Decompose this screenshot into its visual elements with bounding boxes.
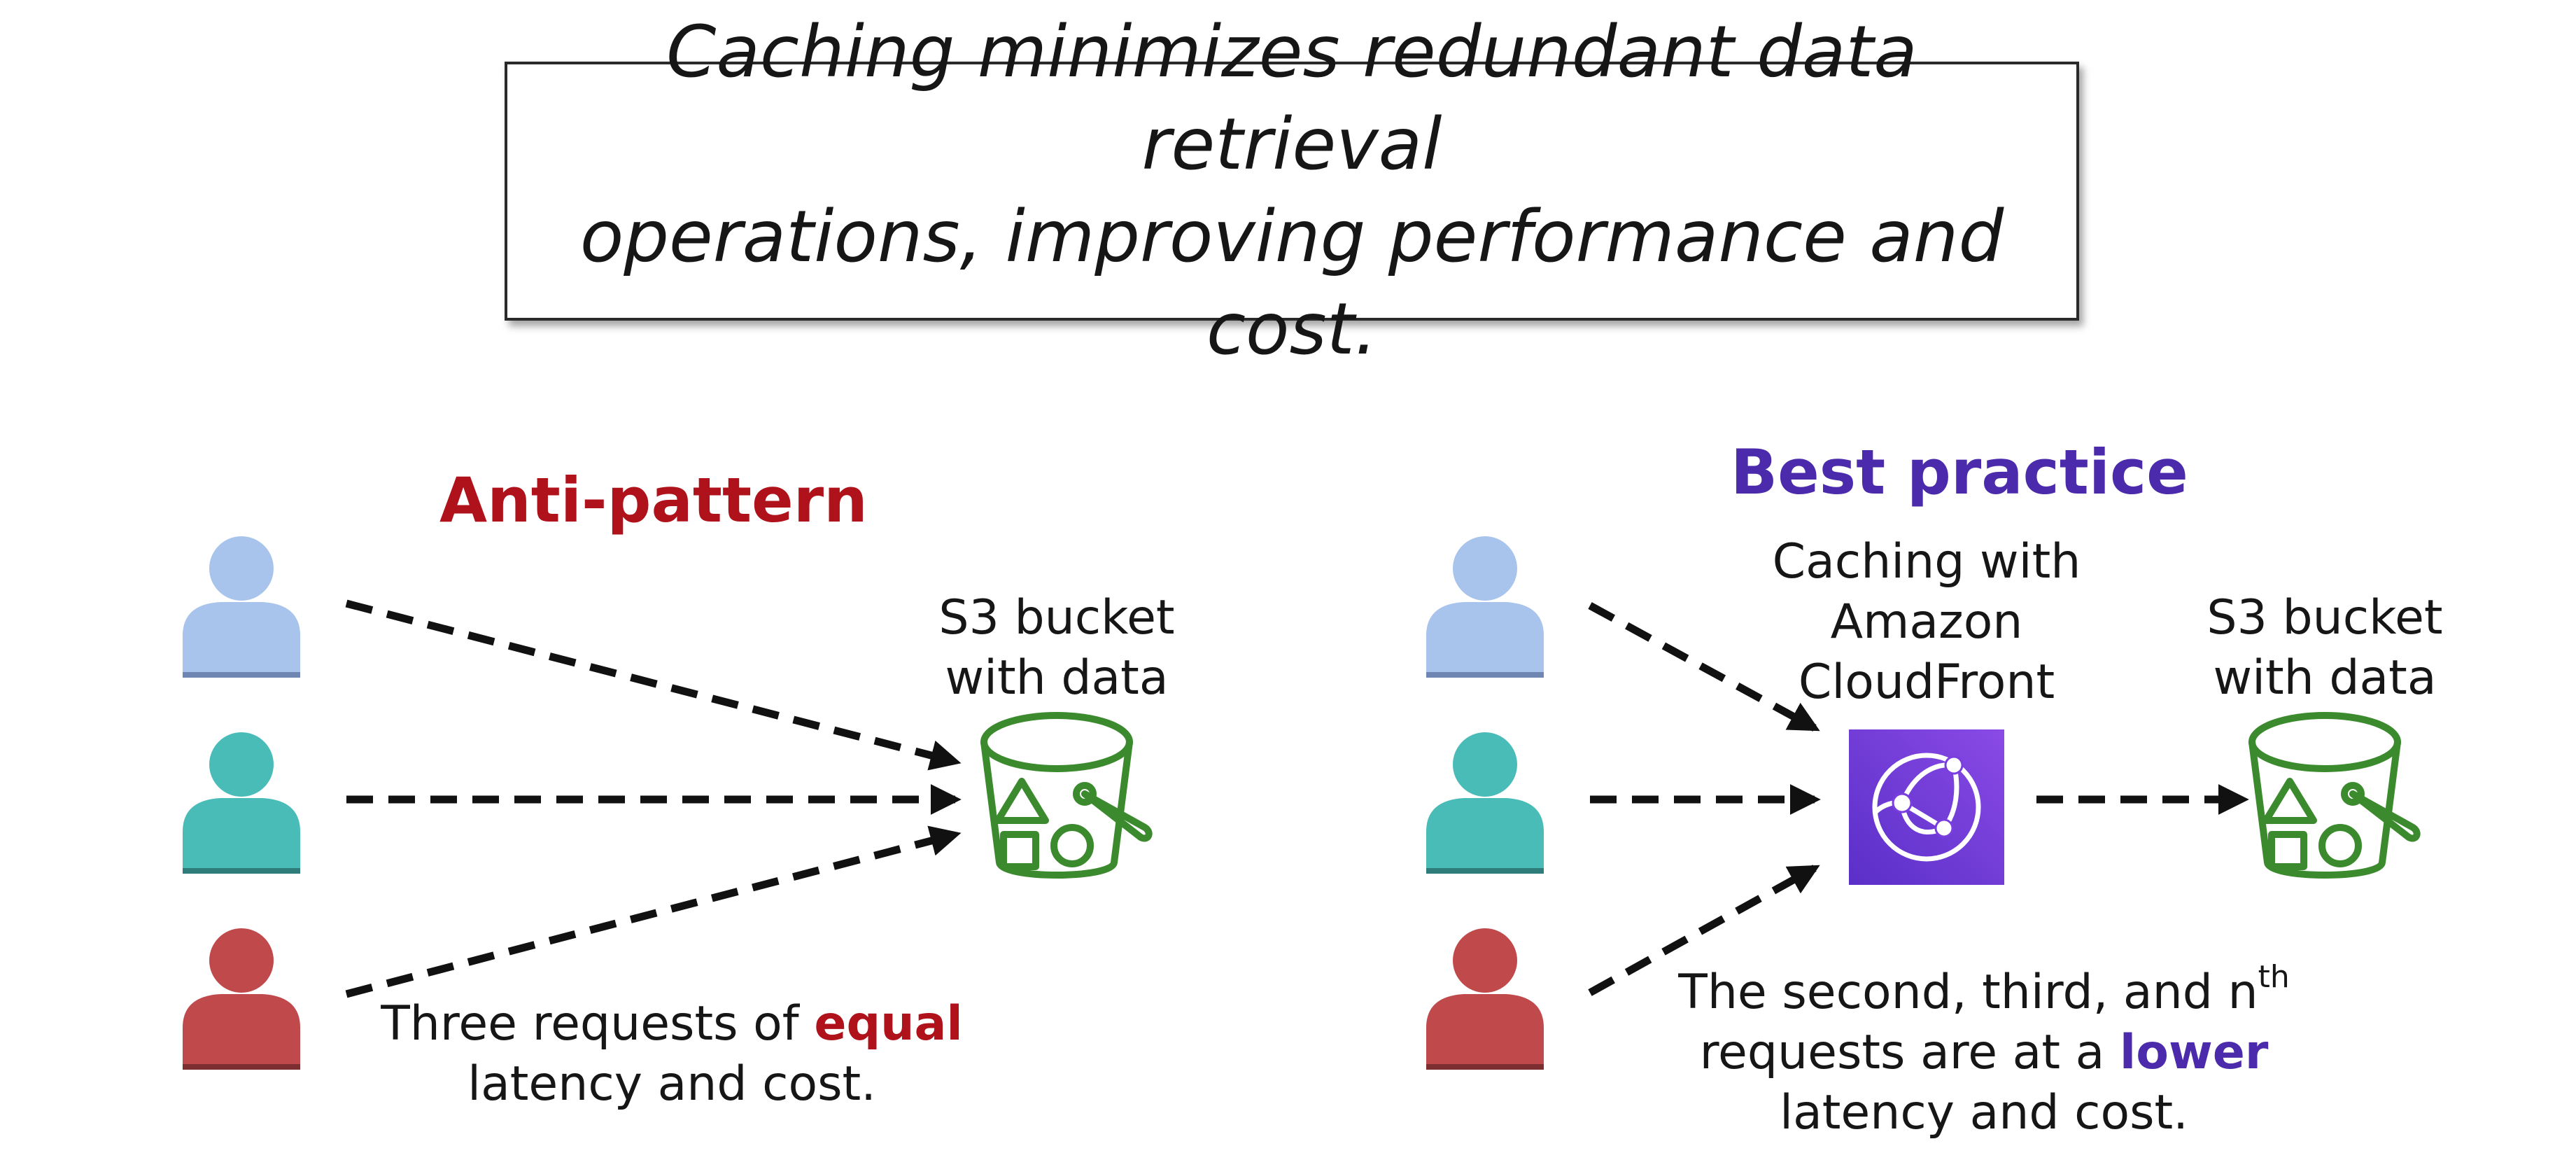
arrow-request-1-right [1588, 602, 1820, 732]
caption-emphasis-equal: equal [814, 996, 963, 1051]
best-practice-caption-line-3: latency and cost. [1780, 1085, 2188, 1140]
anti-pattern-caption: Three requests of equal latency and cost… [378, 994, 966, 1114]
s3-bucket-icon-right [2252, 715, 2417, 875]
cloudfront-label: Caching with Amazon CloudFront [1752, 532, 2102, 713]
best-practice-caption: The second, third, and nth requests are … [1669, 962, 2299, 1143]
arrow-request-1-left [345, 599, 962, 771]
anti-pattern-caption-line-1: Three requests of equal [378, 994, 966, 1054]
arrow-request-3-right [1588, 865, 1820, 996]
user-icon-red-right [1426, 928, 1544, 1070]
s3-bucket-icon-left [984, 715, 1149, 875]
title-line-1: Caching minimizes redundant data retriev… [666, 11, 1917, 186]
user-icon-teal-right [1426, 732, 1544, 874]
cloudfront-icon [1849, 729, 2004, 885]
bucket-label-right-line-2: with data [2213, 650, 2437, 706]
bucket-label-left: S3 bucket with data [931, 588, 1183, 708]
caption-emphasis-lower: lower [2119, 1025, 2269, 1080]
best-practice-caption-line-1: The second, third, and nth [1669, 962, 2299, 1023]
title-box: Caching minimizes redundant data retriev… [505, 11, 2079, 371]
best-practice-heading: Best practice [1731, 436, 2188, 508]
arrow-request-3-left [345, 825, 962, 998]
cloudfront-label-line-2: Amazon [1830, 594, 2023, 650]
caption-text: The second, third, and n [1678, 965, 2258, 1020]
bucket-label-left-line-2: with data [945, 650, 1169, 706]
caption-text: Three requests of [381, 996, 815, 1051]
anti-pattern-heading: Anti-pattern [439, 464, 868, 536]
cloudfront-label-line-3: CloudFront [1798, 655, 2055, 710]
cloudfront-label-line-1: Caching with [1772, 534, 2081, 589]
user-icon-teal-left [183, 732, 300, 874]
user-icon-blue-left [183, 536, 300, 678]
caption-text: requests are at a [1699, 1025, 2120, 1080]
title-line-2: operations, improving performance and co… [579, 195, 2004, 371]
bucket-label-right-line-1: S3 bucket [2207, 590, 2443, 645]
user-icon-red-left [183, 928, 300, 1070]
bucket-label-right: S3 bucket with data [2199, 588, 2451, 708]
user-icon-blue-right [1426, 536, 1544, 678]
bucket-label-left-line-1: S3 bucket [938, 590, 1175, 645]
anti-pattern-caption-line-2: latency and cost. [467, 1056, 876, 1112]
best-practice-caption-line-2: requests are at a lower [1669, 1023, 2299, 1083]
caption-superscript: th [2258, 959, 2290, 995]
